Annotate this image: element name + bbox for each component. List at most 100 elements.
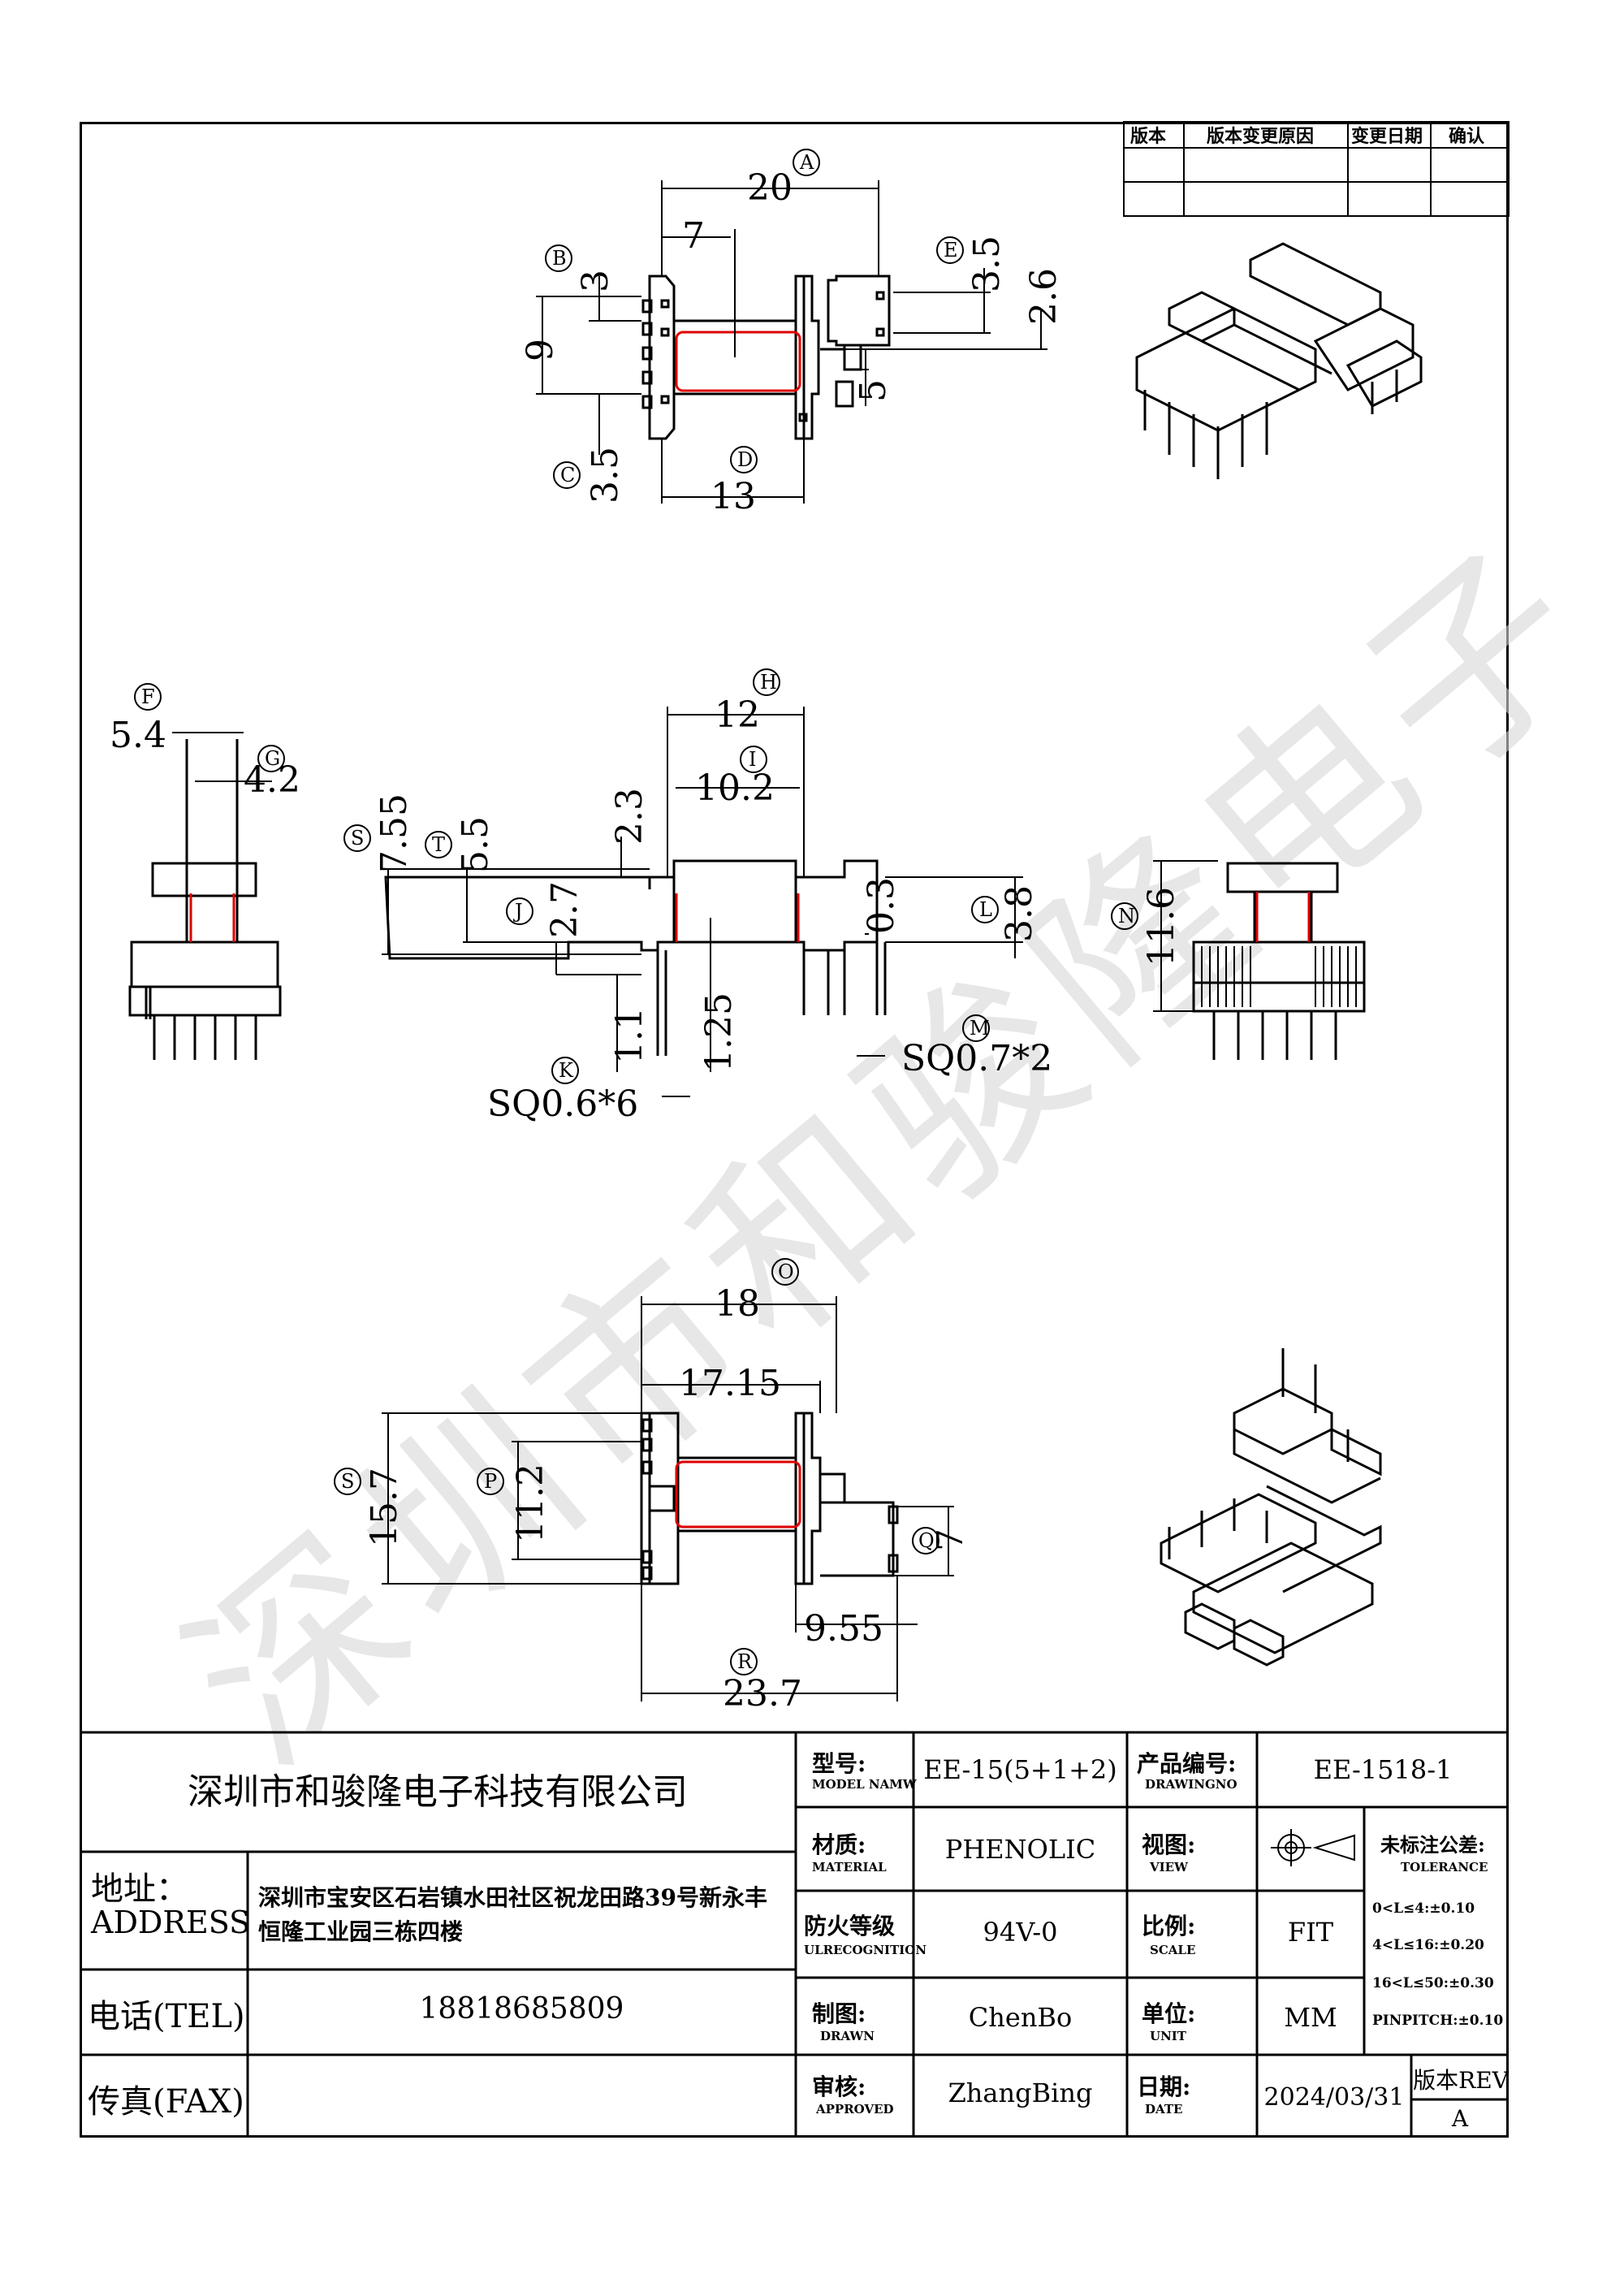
tolerance-line-3: 16<L≤50:±0.30 [1372, 1975, 1494, 1991]
rev-value: A [1451, 2105, 1469, 2132]
dim-S-side-marker [343, 824, 371, 852]
scale-label-en: SCALE [1150, 1943, 1196, 1957]
dim-2.6-value: 2.6 [1023, 268, 1065, 325]
dim-I-circle: I [749, 748, 756, 771]
dim-5-value: 5 [853, 379, 894, 402]
dim-S-side-circle: S [351, 827, 364, 850]
dim-B-marker [545, 244, 572, 272]
dim-O-circle: O [778, 1260, 794, 1283]
side-view-middle-core [675, 893, 800, 942]
dim-7-bottom-value: 7 [930, 1529, 971, 1551]
bottom-view-core-window [675, 1460, 801, 1529]
top-view-outline [641, 275, 891, 440]
rev-header-version: 版本 [1130, 126, 1166, 147]
date-value: 2024/03/31 [1263, 2083, 1405, 2112]
dim-H-marker [753, 668, 780, 696]
drawing-label-en: DRAWINGNO [1145, 1777, 1237, 1792]
dim-D-marker [730, 446, 758, 473]
dim-13-value: 13 [710, 476, 756, 517]
unit-label-en: UNIT [1150, 2029, 1186, 2043]
side-view-right-hatch [1201, 946, 1357, 1007]
dim-J-circle: J [512, 900, 523, 923]
dim-E-circle: E [944, 239, 958, 262]
top-view-core-window [675, 331, 801, 392]
isometric-view-bottom [1160, 1348, 1382, 1667]
side-view-right-core [1255, 892, 1311, 942]
dim-11.6-value: 11.6 [1141, 887, 1182, 966]
dim-N-marker [1111, 902, 1138, 930]
dim-R-circle: R [737, 1650, 753, 1673]
dim-M-marker [962, 1014, 990, 1042]
dim-10.2-value: 10.2 [695, 767, 775, 809]
bottom-view-dimension-lines [382, 1296, 954, 1701]
dim-J-marker [506, 897, 533, 925]
model-label-cn: 型号: [812, 1750, 866, 1777]
side-view-middle [384, 859, 887, 1056]
dim-1.1-value: 1.1 [609, 1007, 650, 1064]
dim-0.3-value: 0.3 [861, 877, 902, 934]
dim-A-value: 20 [747, 167, 793, 209]
dim-R-marker [730, 1648, 758, 1676]
drawing-label-cn: 产品编号: [1137, 1750, 1237, 1777]
tolerance-line-4: PINPITCH:±0.10 [1372, 2013, 1504, 2029]
dim-3.5-left-value: 3.5 [585, 447, 626, 504]
dim-17.15-value: 17.15 [679, 1363, 781, 1404]
model-label-en: MODEL NAMW [812, 1777, 917, 1792]
dim-9-value: 9 [520, 339, 561, 361]
side-view-middle-dims [382, 707, 1023, 1097]
dim-9.55-value: 9.55 [804, 1608, 883, 1650]
rev-header-confirm: 确认 [1449, 126, 1484, 147]
dim-2.7-value: 2.7 [544, 881, 585, 938]
material-label-en: MATERIAL [812, 1860, 887, 1874]
dim-G-circle: G [265, 747, 280, 770]
dim-L-circle: L [979, 898, 992, 921]
dim-11.2-value: 11.2 [510, 1464, 551, 1543]
dim-K-circle: K [559, 1059, 574, 1082]
fire-label-cn: 防火等级 [804, 1913, 896, 1939]
dim-Q-marker [912, 1527, 939, 1554]
drawn-value: ChenBo [968, 2002, 1073, 2033]
dim-3.8-value: 3.8 [999, 885, 1040, 942]
rev-header-date: 变更日期 [1351, 126, 1423, 147]
side-view-right [1192, 862, 1366, 1060]
dim-Q-circle: Q [918, 1529, 935, 1552]
dim-3-value: 3 [575, 270, 616, 292]
dim-C-circle: C [560, 464, 575, 486]
fax-label: 传真(FAX) [88, 2083, 244, 2121]
material-label-cn: 材质: [812, 1831, 866, 1858]
dim-15.7-value: 15.7 [364, 1468, 405, 1547]
scale-label-cn: 比例: [1142, 1913, 1196, 1939]
side-view-left-core [189, 893, 235, 942]
dim-A-circle: A [799, 151, 814, 174]
dim-SQ0.7-value: SQ0.7*2 [901, 1038, 1052, 1079]
dim-23.7-value: 23.7 [723, 1673, 802, 1714]
dim-I-marker [740, 746, 767, 773]
dim-2.3-value: 2.3 [609, 788, 650, 845]
dim-SQ0.6-value: SQ0.6*6 [487, 1083, 638, 1125]
dim-7-value: 7 [682, 215, 705, 257]
address-line2: 恒隆工业园三栋四楼 [258, 1918, 464, 1945]
material-value: PHENOLIC [944, 1834, 1096, 1865]
date-label-en: DATE [1145, 2102, 1183, 2117]
drawing-no-value: EE-1518-1 [1313, 1754, 1453, 1785]
model-value: EE-15(5+1+2) [923, 1754, 1117, 1785]
dim-4.2-value: 4.2 [244, 759, 300, 801]
tel-value: 18818685809 [419, 1992, 624, 2026]
dim-P-circle: P [484, 1470, 497, 1493]
side-view-left-dims [172, 732, 272, 782]
dim-S-bottom-marker [334, 1468, 361, 1495]
fire-label-en: ULRECOGNITION [804, 1943, 927, 1957]
tolerance-label-cn: 未标注公差: [1380, 1833, 1485, 1857]
tolerance-line-2: 4<L≤16:±0.20 [1372, 1937, 1484, 1953]
approved-value: ZhangBing [948, 2078, 1093, 2108]
approved-label-cn: 审核: [812, 2073, 866, 2100]
dim-G-marker [257, 745, 285, 772]
address-label-en: ADDRESS [91, 1905, 251, 1940]
top-view-dimension-lines [536, 180, 1047, 504]
tolerance-line-1: 0<L≤4:±0.10 [1372, 1900, 1475, 1917]
unit-value: MM [1284, 2002, 1337, 2033]
dim-5.4-value: 5.4 [110, 715, 166, 756]
dim-B-circle: B [552, 247, 567, 270]
dim-O-marker [771, 1258, 799, 1286]
